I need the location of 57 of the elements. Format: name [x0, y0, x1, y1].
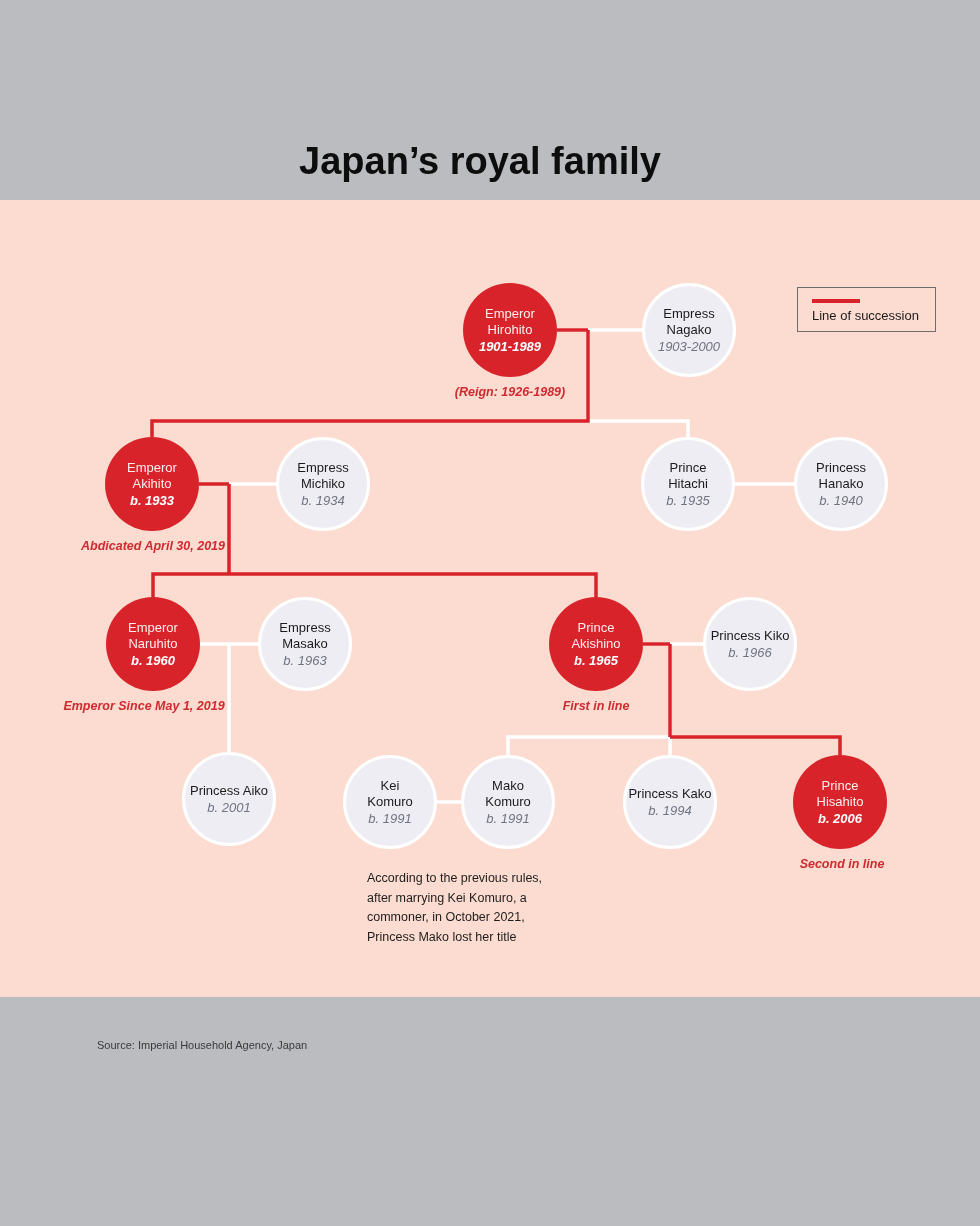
person-name: Princess Kako — [627, 785, 713, 802]
person-name: Princess Aiko — [188, 782, 269, 799]
person-name: Prince Akishino — [570, 619, 622, 652]
person-name: Kei Komuro — [366, 777, 414, 810]
person-dates: b. 1933 — [129, 492, 175, 509]
person-name: Empress Masako — [278, 619, 332, 652]
connector-line — [227, 482, 276, 486]
person-dates: b. 1940 — [819, 492, 863, 509]
person-name: Emperor Hirohito — [484, 305, 536, 338]
connector-line — [227, 642, 258, 646]
connector-line — [506, 735, 670, 755]
person-name: Empress Nagako — [662, 305, 716, 338]
connector-line — [668, 644, 672, 737]
title: Japan’s royal family — [299, 139, 661, 184]
person-name: Empress Michiko — [296, 459, 350, 492]
connector-line — [227, 644, 231, 752]
person-dates: 1901-1989 — [478, 338, 542, 355]
caption-note: Emperor Since May 1, 2019 — [63, 698, 225, 714]
connector-line — [150, 330, 590, 437]
connector-line — [668, 642, 703, 646]
person-dates: b. 1935 — [666, 492, 710, 509]
connector-line — [670, 735, 842, 755]
person-dates: b. 1994 — [648, 802, 692, 819]
person-name: Prince Hisahito — [815, 777, 865, 810]
note-text: According to the previous rules, after marrying Kei Komuro, a commoner, in October 2021, Princess Mako lost her title — [367, 870, 544, 946]
connector-line — [437, 800, 461, 804]
caption-note: (Reign: 1926-1989) — [454, 384, 566, 400]
person-name: Mako Komuro — [484, 777, 532, 810]
connector-line — [735, 482, 794, 486]
caption-note: Second in line — [799, 856, 885, 872]
person-dates: b. 1991 — [486, 810, 530, 827]
connector-line — [229, 572, 598, 597]
person-dates: b. 1965 — [573, 652, 619, 669]
person-dates: 1903-2000 — [657, 338, 721, 355]
connector-line — [643, 642, 670, 646]
person-dates: b. 1934 — [301, 492, 345, 509]
person-dates: b. 1966 — [728, 644, 772, 661]
connector-line — [227, 484, 231, 574]
caption-note: Abdicated April 30, 2019 — [81, 538, 225, 554]
person-dates: b. 2006 — [817, 810, 863, 827]
connector-line — [198, 482, 229, 486]
person-dates: b. 1963 — [283, 652, 327, 669]
connector-line — [151, 572, 229, 597]
source-text: Source: Imperial Household Agency, Japan — [97, 1038, 308, 1053]
person-dates: b. 1960 — [130, 652, 176, 669]
person-name: Princess Kiko — [709, 627, 791, 644]
connector-line — [200, 642, 229, 646]
person-dates: b. 1991 — [368, 810, 412, 827]
legend-text: Line of succession — [812, 307, 919, 325]
connector-line — [557, 328, 588, 332]
person-dates: b. 2001 — [207, 799, 251, 816]
person-name: Prince Hitachi — [667, 459, 709, 492]
person-name: Emperor Akihito — [126, 459, 178, 492]
connector-line — [586, 328, 642, 332]
person-name: Princess Hanako — [815, 459, 867, 492]
caption-note: First in line — [562, 698, 630, 714]
person-name: Emperor Naruhito — [127, 619, 179, 652]
